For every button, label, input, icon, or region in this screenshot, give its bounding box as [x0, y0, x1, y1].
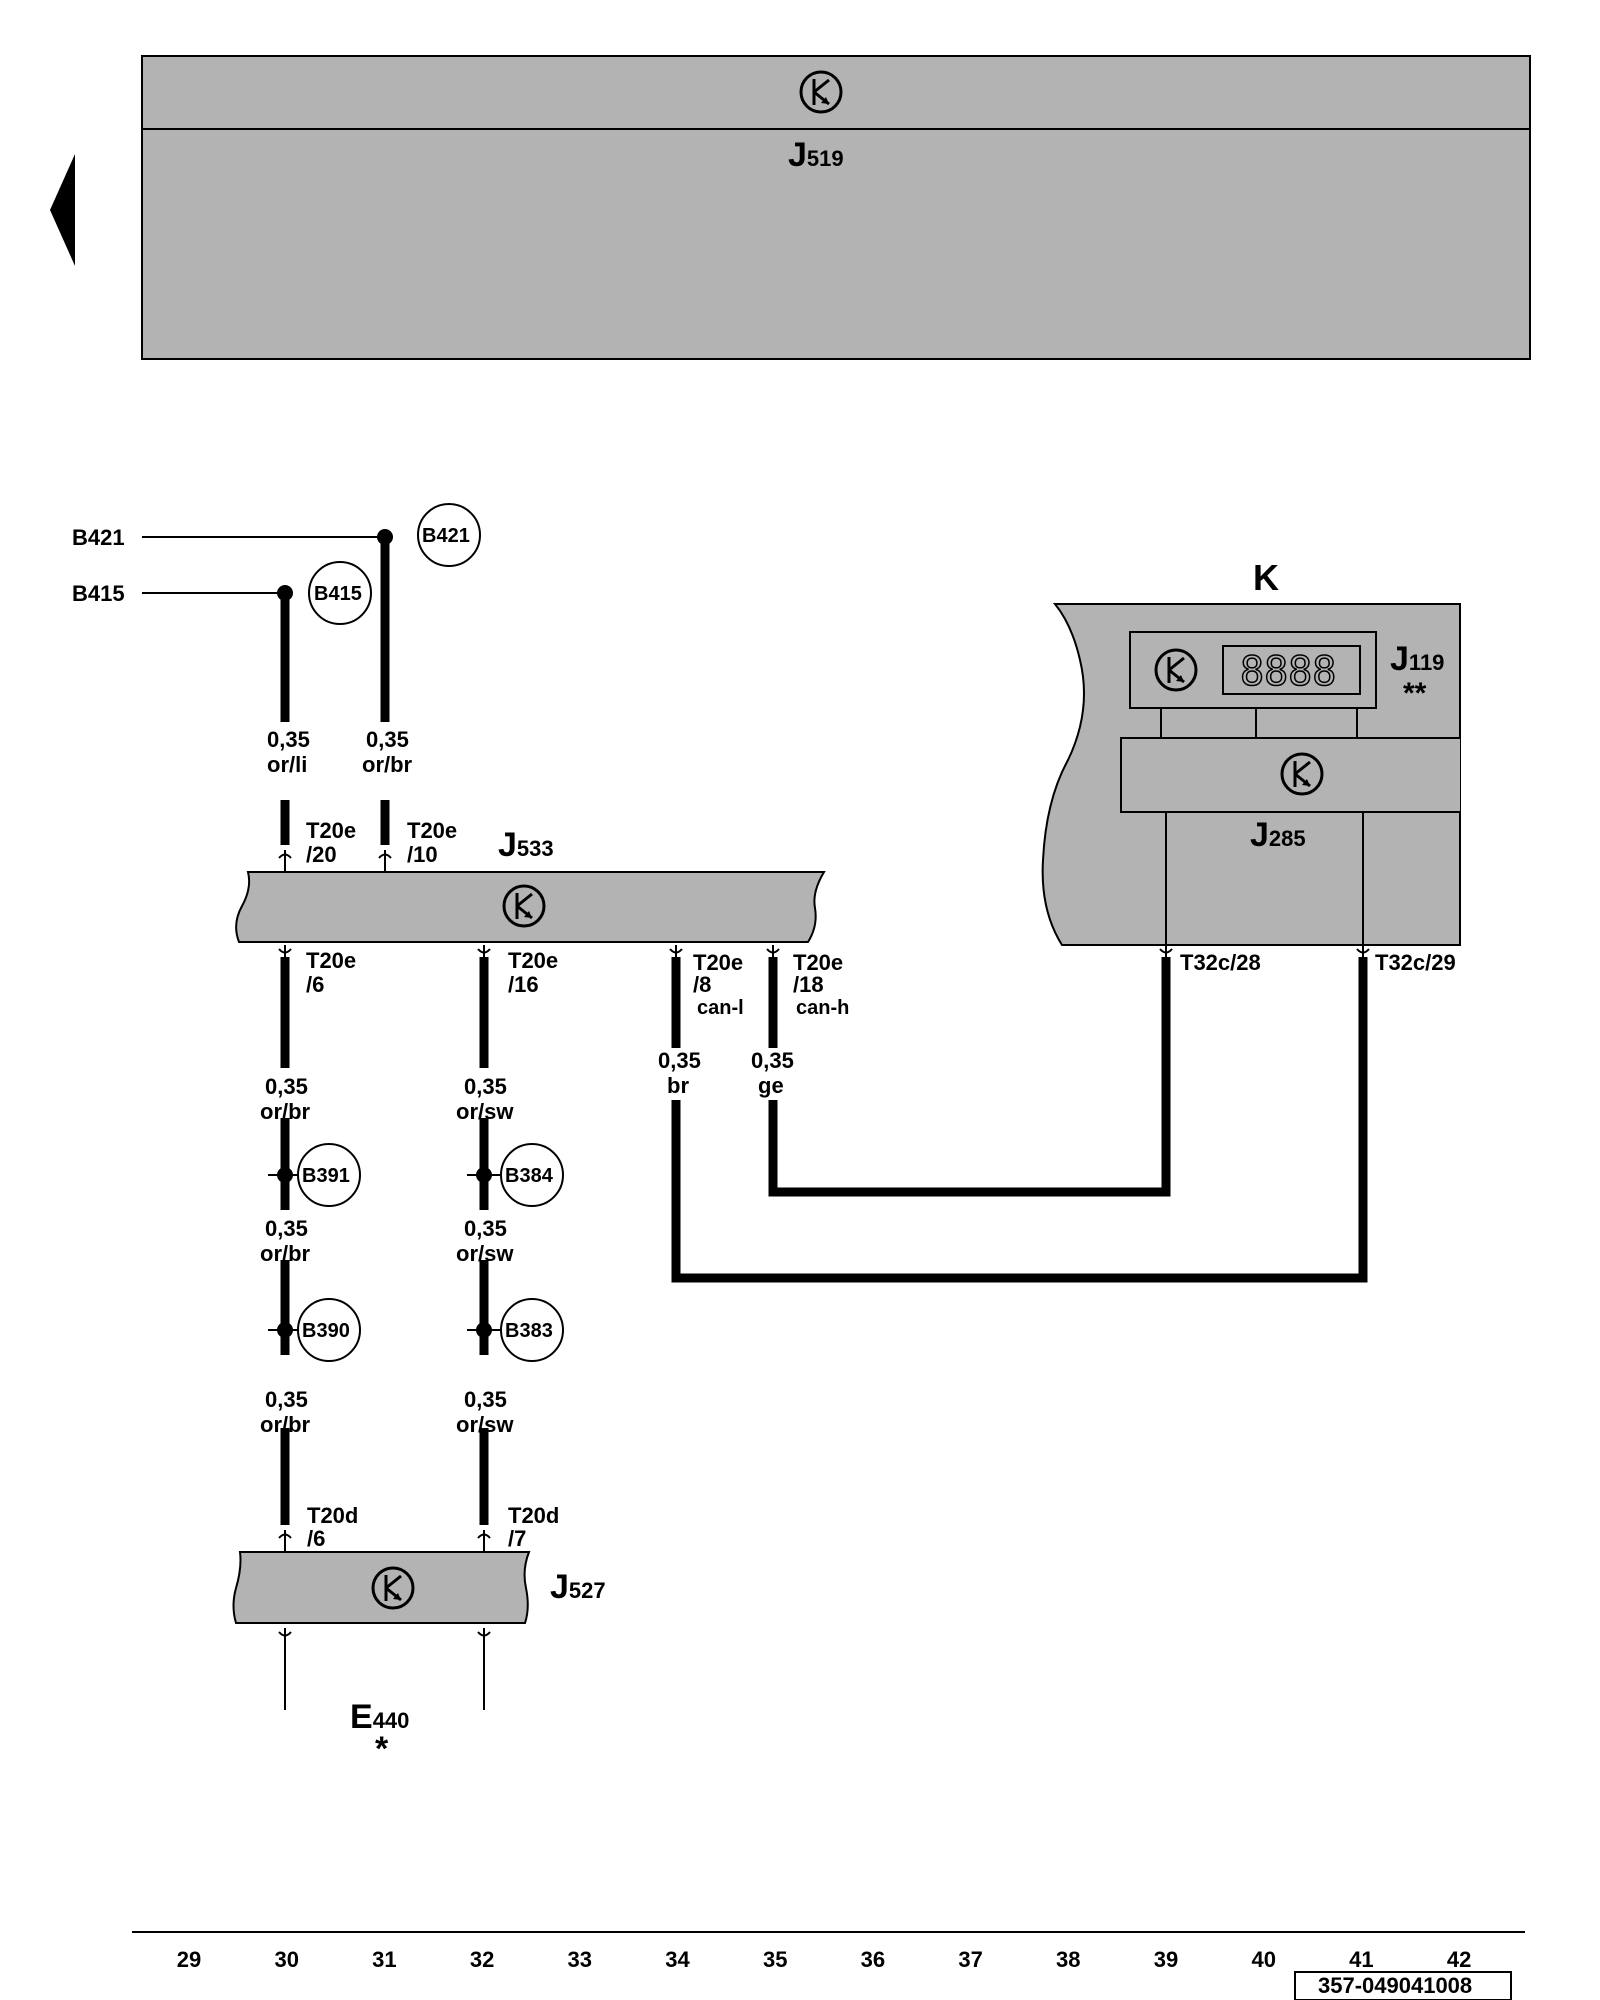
- svg-text:T20d: T20d: [508, 1503, 559, 1528]
- connector-label-b421: B421: [72, 525, 125, 550]
- svg-text:/8: /8: [693, 972, 711, 997]
- svg-text:T20e: T20e: [508, 948, 558, 973]
- svg-text:or/br: or/br: [260, 1099, 311, 1124]
- svg-text:ge: ge: [758, 1073, 784, 1098]
- svg-text:0,35: 0,35: [267, 727, 310, 752]
- footer-column-number: 32: [470, 1947, 494, 1972]
- svg-text:B391: B391: [302, 1165, 350, 1187]
- svg-text:or/sw: or/sw: [456, 1412, 514, 1437]
- instrument-cluster-k: 8888 K J119 ** J285: [1041, 557, 1461, 946]
- svg-text:/20: /20: [306, 842, 337, 867]
- svg-text:J527: J527: [550, 1568, 606, 1606]
- svg-text:or/sw: or/sw: [456, 1241, 514, 1266]
- footer-column-number: 33: [568, 1947, 592, 1972]
- svg-text:/6: /6: [306, 972, 324, 997]
- splice-b384: [500, 1143, 564, 1207]
- svg-text:B383: B383: [505, 1320, 553, 1342]
- svg-text:T20e: T20e: [407, 818, 457, 843]
- j519-label: J519: [788, 136, 844, 174]
- footer-column-number: 41: [1349, 1947, 1373, 1972]
- module-j533: J533: [235, 826, 826, 943]
- svg-text:or/br: or/br: [260, 1412, 311, 1437]
- footer-column-number: 36: [861, 1947, 885, 1972]
- svg-text:0,35: 0,35: [265, 1216, 308, 1241]
- svg-text:J285: J285: [1250, 816, 1306, 854]
- svg-text:or/br: or/br: [260, 1241, 311, 1266]
- svg-text:0,35: 0,35: [265, 1387, 308, 1412]
- svg-text:T20e: T20e: [693, 950, 743, 975]
- svg-text:T20e: T20e: [306, 948, 356, 973]
- svg-text:B384: B384: [505, 1165, 554, 1187]
- svg-text:/16: /16: [508, 972, 539, 997]
- svg-text:0,35: 0,35: [658, 1048, 701, 1073]
- svg-text:0,35: 0,35: [464, 1216, 507, 1241]
- footer-column-number: 39: [1154, 1947, 1178, 1972]
- svg-text:0,35: 0,35: [751, 1048, 794, 1073]
- splice-b391: [297, 1143, 361, 1207]
- svg-text:0,35: 0,35: [265, 1074, 308, 1099]
- svg-text:/7: /7: [508, 1526, 526, 1551]
- footer-column-number: 42: [1447, 1947, 1471, 1972]
- svg-text:0,35: 0,35: [464, 1074, 507, 1099]
- footer-columns: 29 30 31 32 33 34 35 36 37 38 39 40 41 42: [177, 1947, 1472, 1972]
- svg-text:can-l: can-l: [697, 997, 744, 1019]
- display-digits: 8888: [1240, 649, 1336, 695]
- svg-text:can-h: can-h: [796, 997, 849, 1019]
- splice-b383: [500, 1298, 564, 1362]
- svg-text:/10: /10: [407, 842, 438, 867]
- footer-column-number: 38: [1056, 1947, 1080, 1972]
- doc-number: 357-049041008: [1318, 1973, 1472, 1998]
- svg-text:T20d: T20d: [307, 1503, 358, 1528]
- svg-text:K: K: [1253, 557, 1279, 598]
- svg-text:or/br: or/br: [362, 752, 413, 777]
- splice-b390: [297, 1298, 361, 1362]
- module-j519: J519: [141, 55, 1531, 360]
- back-arrow-icon[interactable]: [50, 154, 75, 266]
- svg-text:B421: B421: [422, 525, 470, 547]
- footer-column-number: 35: [763, 1947, 787, 1972]
- svg-text:*: *: [375, 1730, 389, 1768]
- svg-text:T20e: T20e: [793, 950, 843, 975]
- svg-text:/18: /18: [793, 972, 824, 997]
- module-j527: J527: [232, 1551, 606, 1624]
- connector-label-b415: B415: [72, 581, 125, 606]
- footer-column-number: 34: [665, 1947, 690, 1972]
- footer-column-number: 31: [372, 1947, 396, 1972]
- svg-text:B390: B390: [302, 1320, 350, 1342]
- footer-column-number: 37: [958, 1947, 982, 1972]
- footer-column-number: 29: [177, 1947, 201, 1972]
- svg-text:B415: B415: [314, 583, 362, 605]
- svg-text:br: br: [667, 1073, 689, 1098]
- e440-label: E440: [350, 1698, 409, 1736]
- splice-b421: [417, 503, 481, 567]
- svg-text:**: **: [1403, 677, 1427, 710]
- footer-column-number: 40: [1251, 1947, 1275, 1972]
- svg-text:0,35: 0,35: [366, 727, 409, 752]
- svg-text:or/li: or/li: [267, 752, 307, 777]
- splice-b415: [308, 561, 372, 625]
- svg-text:or/sw: or/sw: [456, 1099, 514, 1124]
- footer-column-number: 30: [274, 1947, 298, 1972]
- doc-number-box: [1294, 1971, 1512, 2000]
- svg-text:J533: J533: [498, 826, 554, 864]
- svg-text:0,35: 0,35: [464, 1387, 507, 1412]
- svg-text:/6: /6: [307, 1526, 325, 1551]
- svg-text:T32c/29: T32c/29: [1375, 950, 1456, 975]
- svg-text:J119: J119: [1390, 640, 1444, 678]
- svg-text:T32c/28: T32c/28: [1180, 950, 1261, 975]
- svg-text:T20e: T20e: [306, 818, 356, 843]
